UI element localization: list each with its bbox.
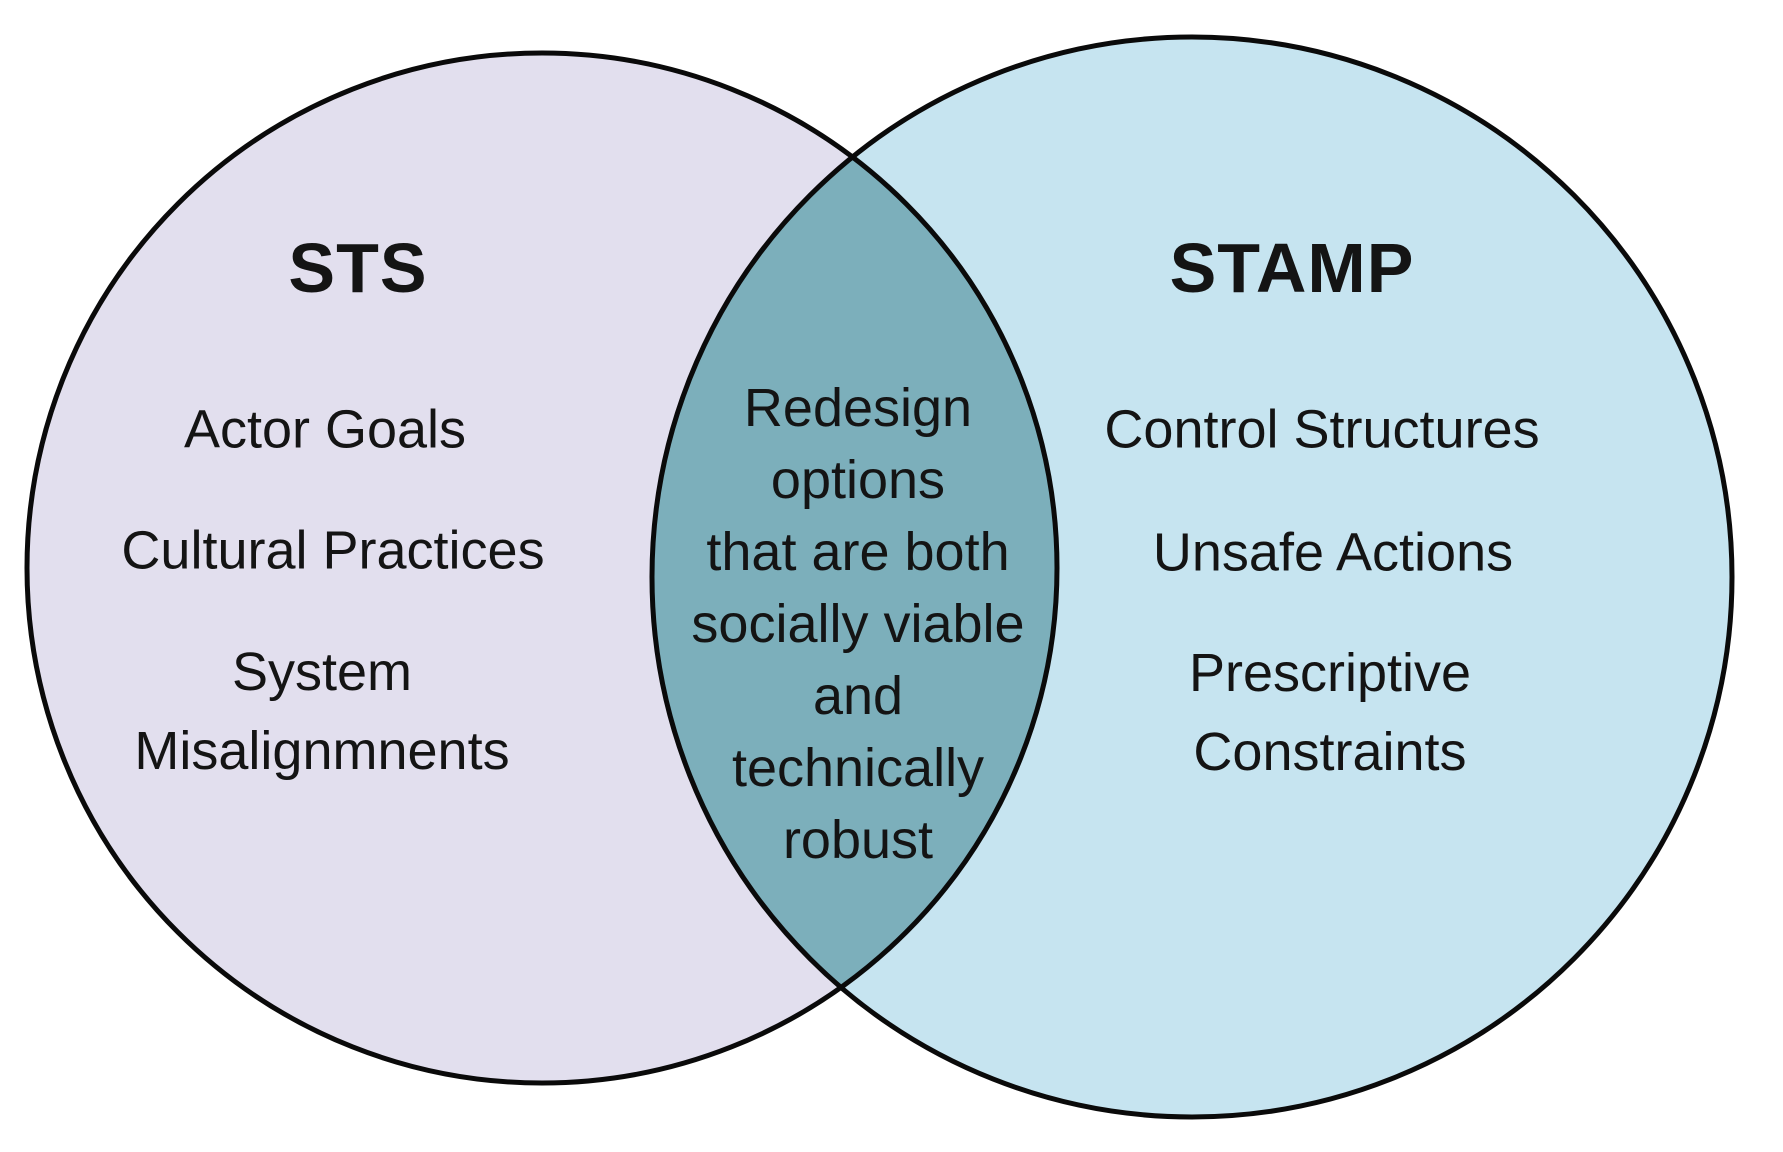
stamp-title: STAMP — [1169, 229, 1415, 307]
stamp-item-control-structures: Control Structures — [1104, 399, 1540, 460]
stamp-circle-outline — [649, 34, 1735, 1120]
stamp-item-prescriptive-constraints: Prescriptive Constraints — [1188, 643, 1472, 782]
stamp-item-unsafe-actions: Unsafe Actions — [1152, 522, 1514, 583]
sts-circle-outline — [24, 50, 1060, 1086]
intersection-text: Redesign options that are both socially … — [691, 378, 1025, 870]
sts-item-actor-goals: Actor Goals — [183, 399, 467, 460]
sts-item-system-misalignments: System Misalignmnents — [134, 642, 510, 781]
overlap-region — [652, 53, 1057, 1083]
sts-item-cultural-practices: Cultural Practices — [121, 520, 545, 581]
sts-title: STS — [288, 229, 428, 307]
